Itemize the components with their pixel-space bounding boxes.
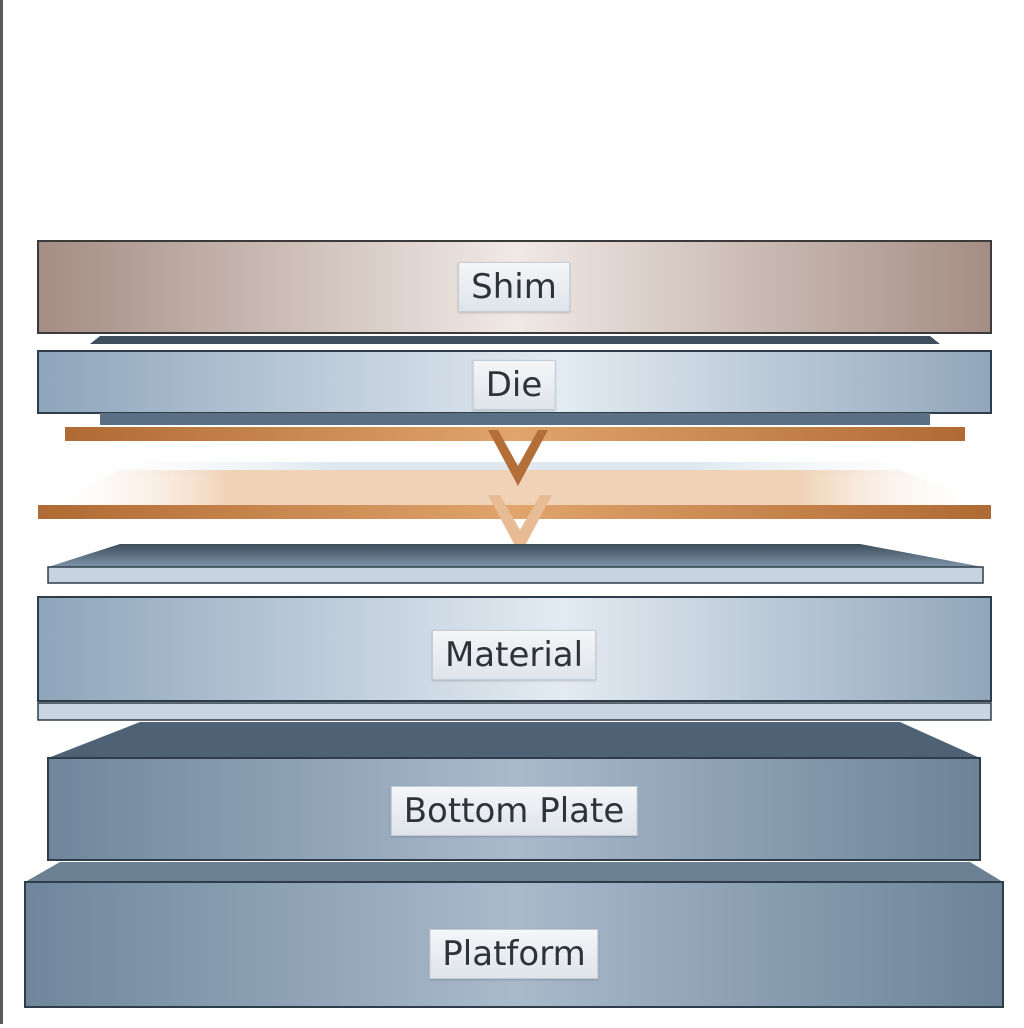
copper-sheet-upper [65, 427, 965, 441]
platform-label: Platform [429, 929, 599, 979]
material-base-strip [37, 702, 992, 721]
die-label: Die [472, 360, 556, 410]
platform-top-face [25, 862, 1003, 882]
bottom-plate-label: Bottom Plate [390, 786, 638, 836]
v-bend [488, 430, 548, 486]
material-top-edge [47, 566, 984, 584]
copper-sheet-fan [40, 470, 990, 510]
shim-label: Shim [458, 262, 570, 312]
frame-border [0, 0, 3, 1024]
material-top-face [48, 544, 983, 567]
bottom-plate-top-face [48, 722, 980, 758]
copper-sheet-lower [38, 505, 991, 519]
v-bend-lower [488, 495, 552, 555]
material-label: Material [431, 630, 597, 680]
shim-underside [90, 336, 940, 344]
die-lip [100, 413, 930, 425]
